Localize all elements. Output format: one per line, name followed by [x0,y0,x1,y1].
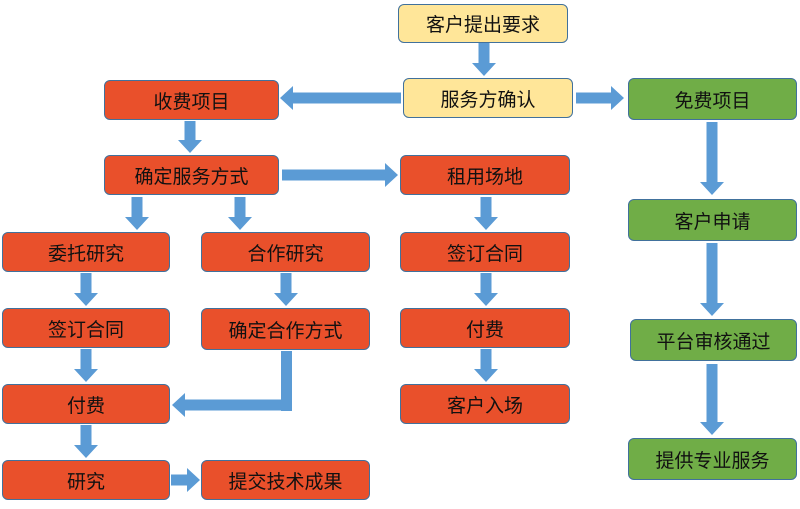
node-pay-left: 付费 [2,384,170,424]
arrow-paid-service-mode [178,121,202,153]
arrow-sign-pay [474,273,498,306]
arrow-sign-pay-left [74,349,98,382]
arrow-service-mode-cooperative [228,197,252,230]
arrow-confirm-free [576,86,624,110]
node-sign-left: 签订合同 [2,308,170,348]
node-apply: 客户申请 [628,199,797,241]
node-rent-venue: 租用场地 [400,155,570,195]
arrow-apply-approve [700,243,724,316]
node-enter: 客户入场 [400,384,570,424]
arrow-confirm-paid [280,86,401,110]
node-submit: 提交技术成果 [201,460,370,500]
arrow-approve-provide [700,364,724,435]
arrow-commissioned-sign [74,273,98,306]
node-commissioned: 委托研究 [2,232,170,272]
arrow-cooperative-coop-mode [274,273,298,306]
arrow-request-confirm [472,43,496,76]
node-sign-mid: 签订合同 [400,232,570,272]
arrow-service-mode-rent [282,163,398,187]
node-paid: 收费项目 [104,80,279,120]
node-confirm: 服务方确认 [403,78,573,118]
arrow-rent-sign [474,197,498,230]
node-free: 免费项目 [628,78,797,120]
node-approve: 平台审核通过 [630,319,797,361]
node-provide: 提供专业服务 [628,438,797,480]
arrow-service-mode-commissioned [125,197,149,230]
arrow-coop-mode-pay-elbow-shaft [281,351,292,411]
node-research: 研究 [2,460,170,500]
arrow-research-submit [171,468,200,492]
arrow-coop-mode-pay-left [172,393,292,417]
node-cooperative: 合作研究 [201,232,370,272]
node-pay-mid: 付费 [400,308,570,348]
node-request: 客户提出要求 [398,4,568,43]
node-coop-mode: 确定合作方式 [201,308,370,350]
arrow-free-apply [700,122,724,195]
node-service-mode: 确定服务方式 [104,155,279,195]
arrow-pay-enter [474,349,498,382]
arrow-pay-research [74,425,98,458]
